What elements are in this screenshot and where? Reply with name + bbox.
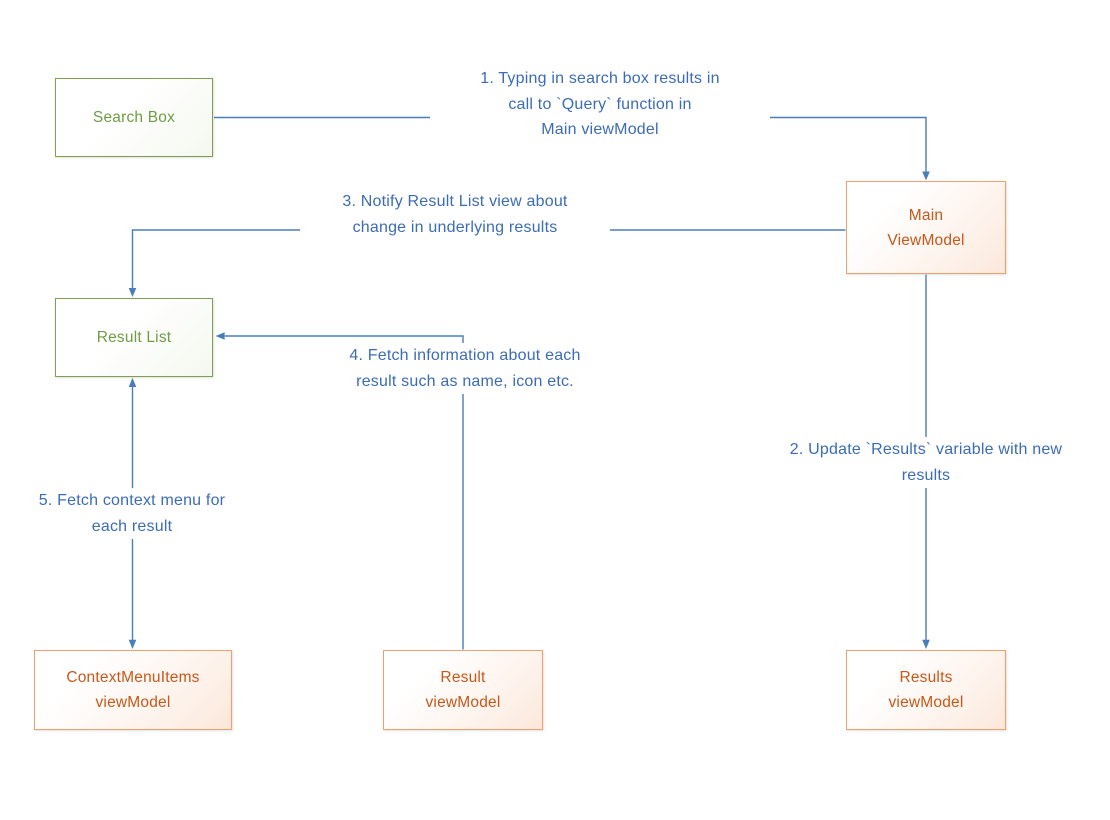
node-label-line: ViewModel [887, 231, 965, 249]
node-result-list: Result List [55, 298, 213, 377]
annotation-step-5: 5. Fetch context menu for each result [22, 488, 242, 539]
annotation-text-line: 5. Fetch context menu for [38, 492, 226, 509]
node-results-viewmodel: Results viewModel [846, 650, 1006, 730]
annotation-step-1: 1. Typing in search box results in call … [430, 66, 770, 143]
annotation-text-line: call to `Query` function in [508, 95, 692, 113]
annotation-text-line: results [901, 466, 951, 484]
annotation-text-line: 2. Update `Results` variable with new [789, 441, 1063, 458]
node-search-box: Search Box [55, 78, 213, 157]
annotation-step-2: 2. Update `Results` variable with new re… [756, 437, 1096, 488]
annotation-text-line: 3. Notify Result List view about [342, 193, 568, 210]
node-label-line: viewModel [888, 694, 964, 711]
annotation-step-4: 4. Fetch information about each result s… [310, 343, 620, 394]
node-label-line: Main [908, 206, 944, 224]
arrow-mainviewmodel-to-resultlist [128, 229, 846, 297]
node-main-viewmodel: Main ViewModel [846, 181, 1006, 274]
annotation-text-line: result such as name, icon etc. [356, 372, 574, 390]
node-result-viewmodel: Result viewModel [383, 650, 543, 730]
node-label: Result List [96, 329, 172, 346]
annotation-text-line: each result [91, 517, 173, 535]
node-label-line: viewModel [95, 694, 171, 711]
node-contextmenuitems-viewmodel: ContextMenuItems viewModel [34, 650, 232, 730]
node-label-line: viewModel [425, 694, 501, 711]
arrow-resultviewmodel-to-resultlist [215, 332, 464, 650]
annotation-text-line: change in underlying results [352, 218, 558, 236]
annotation-step-3: 3. Notify Result List view about change … [300, 189, 610, 240]
node-label-line: Result [440, 669, 486, 686]
annotation-text-line: 1. Typing in search box results in [480, 70, 720, 87]
node-label-line: ContextMenuItems [66, 669, 200, 686]
annotation-text-line: 4. Fetch information about each [349, 347, 581, 364]
node-label-line: Results [899, 669, 953, 686]
annotation-text-line: Main viewModel [541, 121, 659, 138]
node-label: Search Box [92, 109, 176, 126]
